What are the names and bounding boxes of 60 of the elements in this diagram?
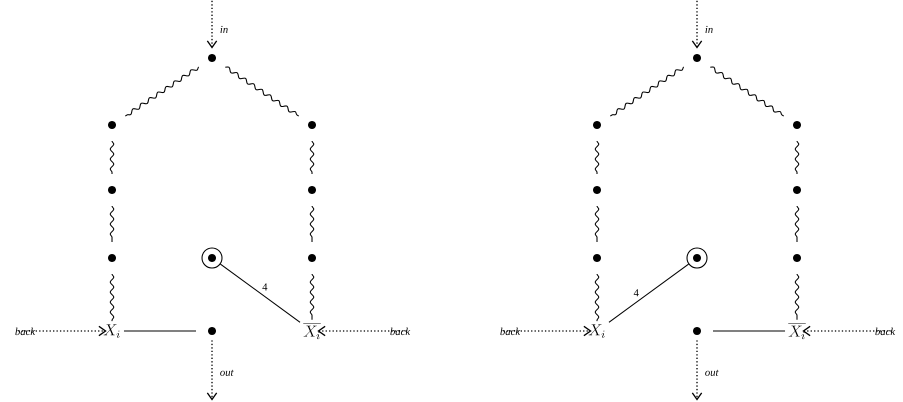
dot — [108, 186, 116, 194]
dot — [308, 121, 316, 129]
edge-label: 4 — [634, 289, 639, 296]
connector-line — [713, 330, 786, 332]
dot — [208, 54, 216, 62]
dotted-arrow — [18, 326, 107, 336]
dot — [793, 121, 801, 129]
dotted-arrow — [317, 326, 407, 336]
wavy-line — [594, 274, 600, 322]
dotted-arrow — [802, 326, 892, 336]
variable-label: $X_i$ — [588, 324, 605, 338]
dot — [208, 327, 216, 335]
wavy-line — [110, 206, 114, 242]
edge-label: back — [390, 328, 410, 336]
circled-dot — [201, 247, 223, 269]
dotted-arrow — [206, 340, 218, 401]
wavy-line — [110, 274, 114, 322]
wavy-line — [125, 66, 200, 117]
edge-label: in — [220, 26, 228, 33]
wavy-line — [225, 66, 300, 117]
dotted-arrow — [206, 0, 218, 49]
dot — [308, 254, 316, 262]
edge-label: 4 — [262, 283, 268, 290]
variable-label: $\overline{X_i}$ — [788, 324, 806, 340]
connector-line — [608, 264, 689, 323]
circled-dot — [686, 247, 708, 269]
wavy-line — [710, 66, 784, 117]
wavy-line — [310, 274, 314, 320]
wavy-line — [310, 206, 314, 242]
edge-label: back — [15, 328, 36, 336]
dotted-arrow — [503, 326, 592, 336]
connector-line — [124, 330, 196, 332]
dot — [693, 54, 701, 62]
dot — [593, 121, 601, 129]
variable-label: $\overline{X_i}$ — [303, 324, 321, 340]
dotted-arrow — [692, 0, 702, 49]
dot — [593, 186, 601, 194]
wavy-line — [110, 140, 114, 174]
wavy-line — [794, 140, 800, 174]
connector-line — [220, 264, 300, 323]
dotted-arrow — [692, 340, 702, 401]
variable-label: $X_i$ — [104, 324, 120, 338]
wavy-line — [594, 206, 600, 242]
wavy-line — [310, 140, 314, 174]
edge-label: back — [875, 328, 896, 336]
edge-label: out — [705, 370, 719, 376]
wavy-line — [610, 66, 684, 117]
dot — [108, 254, 116, 262]
dot — [108, 121, 116, 129]
dot — [693, 327, 701, 335]
dot — [793, 254, 801, 262]
edge-label: back — [500, 328, 520, 336]
wavy-line — [794, 274, 800, 320]
edge-label: in — [705, 26, 713, 33]
wavy-line — [794, 206, 800, 242]
edge-label: out — [220, 370, 234, 376]
wavy-line — [594, 140, 600, 174]
dot — [593, 254, 601, 262]
dot — [793, 186, 801, 194]
dot — [308, 186, 316, 194]
